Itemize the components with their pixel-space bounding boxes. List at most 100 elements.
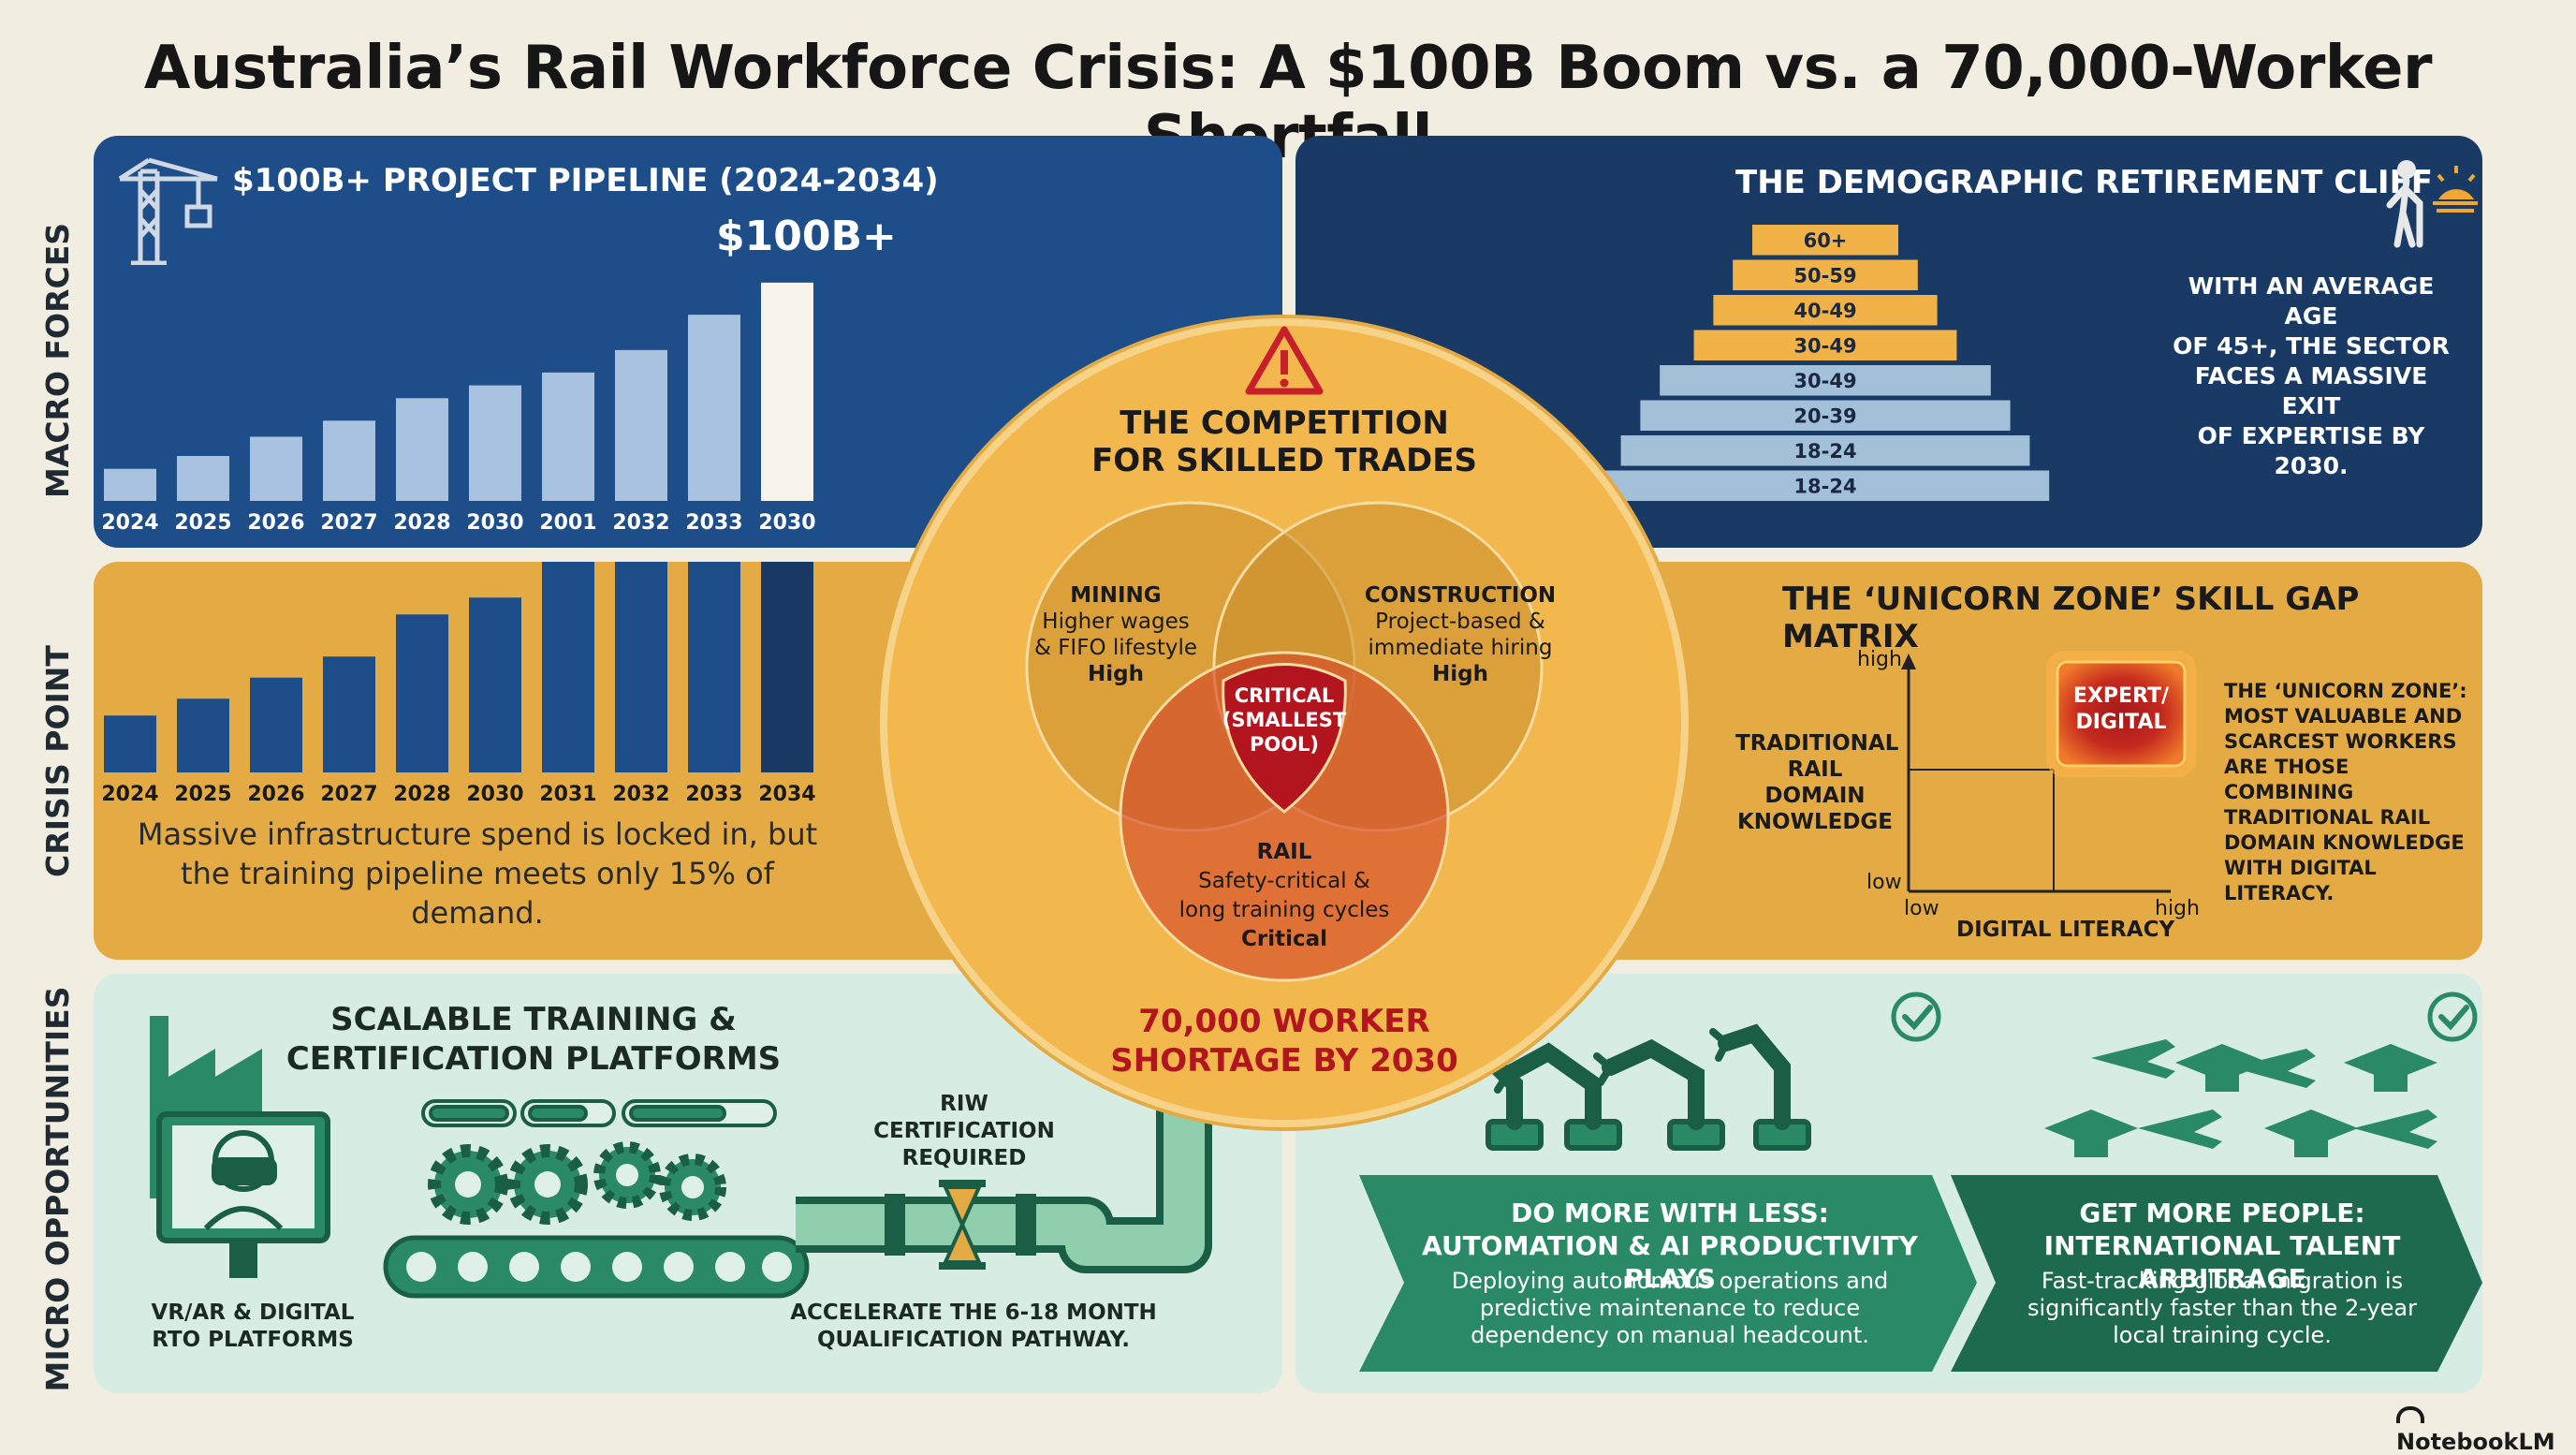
- pipe-icon: [796, 1086, 1222, 1273]
- x-tick-label: 2027: [320, 783, 377, 806]
- check-circle-icon: [1891, 992, 1941, 1042]
- age-bar: [1693, 330, 1957, 360]
- brand-label: NotebookLM: [2396, 1403, 2576, 1455]
- age-bar: [1733, 259, 1918, 290]
- x-tick-label: 2030: [466, 783, 523, 806]
- retirement-note: WITH AN AVERAGE AGE OF 45+, THE SECTOR F…: [2171, 272, 2452, 481]
- progress-bars: [421, 1099, 777, 1127]
- age-bar-label: 30-49: [1793, 335, 1856, 358]
- shortage-line: 70,000 WORKER: [1138, 1003, 1430, 1040]
- talent-body: Fast-tracking global migration is signif…: [1988, 1268, 2456, 1349]
- accelerate-line: ACCELERATE THE 6-18 MONTH: [790, 1301, 1157, 1325]
- shortage-line: SHORTAGE BY 2030: [1110, 1042, 1458, 1080]
- bar: [761, 282, 813, 501]
- skill-gap-matrix: [1901, 651, 2196, 893]
- opportunities-panel: DO MORE WITH LESS: AUTOMATION & AI PRODU…: [1295, 974, 2482, 1393]
- talent-heading-line: INTERNATIONAL TALENT ARBITRAGE: [2043, 1230, 2401, 1294]
- construction-name: CONSTRUCTION: [1364, 583, 1557, 608]
- core-line: CRITICAL: [1234, 684, 1335, 707]
- bar: [396, 614, 448, 772]
- x-tick-label: 2001: [539, 511, 596, 535]
- core-line: (SMALLEST: [1222, 709, 1347, 731]
- x-tick-label: 2024: [101, 783, 158, 806]
- venn-construction-label: CONSTRUCTION Project-based & immediate h…: [1348, 582, 1573, 687]
- age-bar-label: 40-49: [1793, 300, 1856, 322]
- venn-title-line: THE COMPETITION: [1120, 404, 1449, 442]
- automation-heading: DO MORE WITH LESS: AUTOMATION & AI PRODU…: [1398, 1197, 1941, 1295]
- venn-diagram: [876, 315, 1692, 1131]
- note-line: DOMAIN KNOWLEDGE: [2224, 831, 2465, 854]
- mining-level: High: [1088, 662, 1144, 686]
- x-tick-label: 2025: [174, 783, 231, 806]
- venn-critical-label: CRITICAL (SMALLEST POOL): [1209, 683, 1359, 757]
- talent-body-line: local training cycle.: [2113, 1322, 2332, 1348]
- x-tick-label: 2028: [393, 511, 450, 535]
- pipeline-callout: $100B+: [716, 213, 897, 260]
- bar: [615, 349, 667, 501]
- x-tick-label: 2026: [247, 783, 304, 806]
- bar: [542, 562, 594, 772]
- x-tick-label: 2025: [174, 511, 231, 535]
- mining-line: Higher wages: [1042, 610, 1190, 634]
- retirement-note-line: OF 45+, THE SECTOR: [2173, 332, 2450, 360]
- age-bar: [1601, 470, 2050, 501]
- age-bar-label: 18-24: [1793, 440, 1856, 463]
- age-bar: [1620, 435, 2030, 466]
- rail-line: long training cycles: [1178, 898, 1390, 922]
- x-tick-label: 2030: [466, 511, 523, 535]
- unicorn-zone-line: EXPERT/: [2072, 684, 2170, 708]
- mining-line: & FIFO lifestyle: [1033, 636, 1198, 660]
- y-axis-label-line: KNOWLEDGE: [1736, 810, 1894, 834]
- retirement-note-line: FACES A MASSIVE EXIT: [2194, 362, 2428, 419]
- automation-heading-line: DO MORE WITH LESS:: [1511, 1198, 1829, 1228]
- x-tick-label: 2033: [685, 783, 742, 806]
- age-bar-label: 50-59: [1793, 265, 1856, 287]
- warning-icon: [1245, 326, 1324, 395]
- retirement-note-line: OF EXPERTISE BY 2030.: [2197, 422, 2425, 479]
- note-line: SCARCEST WORKERS: [2224, 730, 2457, 753]
- crisis-caption-line: the training pipeline meets only 15% of …: [181, 856, 774, 931]
- core-line: POOL): [1249, 733, 1320, 756]
- x-high-tick: high: [2155, 897, 2200, 920]
- bar: [761, 562, 813, 772]
- bar: [688, 562, 740, 772]
- talent-body-line: Fast-tracking global migration is: [2041, 1268, 2404, 1294]
- automation-body-line: dependency on manual headcount.: [1471, 1322, 1869, 1348]
- retirement-heading: THE DEMOGRAPHIC RETIREMENT CLIFF: [1735, 164, 2434, 201]
- note-line: TRADITIONAL RAIL: [2224, 806, 2431, 829]
- brand-name: NotebookLM: [2396, 1429, 2555, 1455]
- talent-banner: [1951, 1175, 2482, 1372]
- riw-line: RIW: [940, 1092, 988, 1116]
- y-axis-label: TRADITIONAL RAIL DOMAIN KNOWLEDGE: [1735, 730, 1898, 835]
- venn-title-line: FOR SKILLED TRADES: [1091, 442, 1477, 479]
- elderly-person-sunset-icon: [2377, 154, 2480, 248]
- automation-heading-line: AUTOMATION & AI PRODUCTIVITY PLAYS: [1422, 1230, 1918, 1294]
- venn-rail-label: RAIL Safety-critical & long training cyc…: [1163, 838, 1406, 954]
- gear-icon: [428, 1141, 726, 1225]
- riw-line: CERTIFICATION: [873, 1119, 1055, 1143]
- bar: [104, 468, 156, 501]
- training-heading-line: SCALABLE TRAINING &: [330, 1001, 737, 1038]
- crane-icon: [112, 153, 225, 266]
- bar: [396, 398, 448, 501]
- note-line: MOST VALUABLE AND: [2224, 705, 2463, 728]
- note-line: THE ‘UNICORN ZONE’:: [2224, 680, 2467, 702]
- construction-line: immediate hiring: [1368, 636, 1553, 660]
- age-bar: [1640, 400, 2011, 431]
- brand-logo-icon: [2396, 1406, 2424, 1423]
- bar: [323, 656, 375, 772]
- training-panel: SCALABLE TRAINING & CERTIFICATION PLATFO…: [94, 974, 1282, 1393]
- x-tick-label: 2031: [539, 783, 596, 806]
- x-tick-label: 2027: [320, 511, 377, 535]
- bar: [250, 436, 302, 501]
- y-axis-label-line: RAIL DOMAIN: [1764, 757, 1866, 808]
- hourglass-icon: [939, 1180, 986, 1270]
- training-heading: SCALABLE TRAINING & CERTIFICATION PLATFO…: [271, 1000, 796, 1079]
- x-tick-label: 2033: [685, 511, 742, 535]
- accelerate-line: QUALIFICATION PATHWAY.: [817, 1328, 1130, 1352]
- age-bar-label: 20-39: [1793, 405, 1856, 428]
- vr-line: VR/AR & DIGITAL: [151, 1301, 355, 1325]
